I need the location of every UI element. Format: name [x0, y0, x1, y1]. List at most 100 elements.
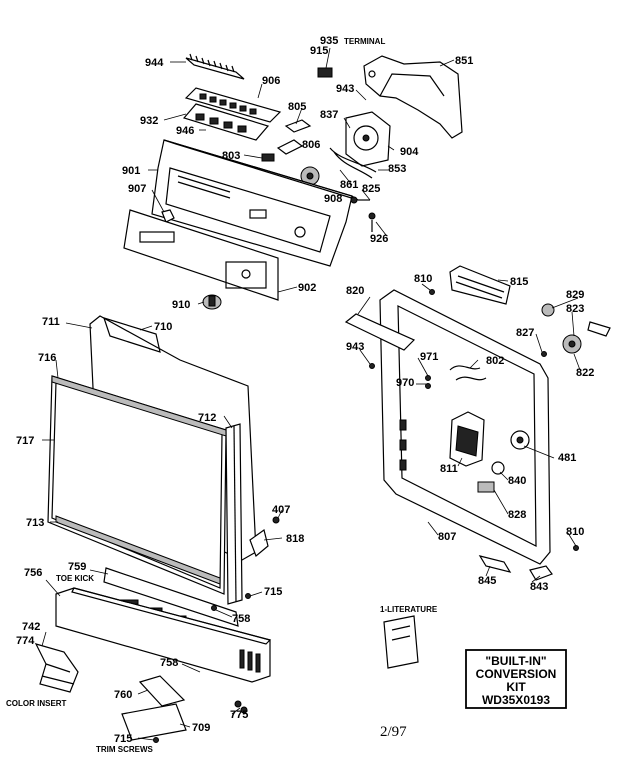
part-906-button-strip	[184, 87, 282, 123]
label-717: 717	[16, 435, 34, 447]
label-853: 853	[388, 163, 406, 175]
label-715-mid: 715	[264, 586, 282, 598]
label-851: 851	[455, 55, 473, 67]
label-774: 774	[16, 635, 35, 647]
label-837: 837	[320, 109, 338, 121]
label-terminal: TERMINAL	[344, 37, 385, 46]
part-481-rinse-dispenser	[510, 430, 530, 450]
label-908: 908	[324, 193, 342, 205]
label-775: 775	[230, 709, 248, 721]
label-759: 759	[68, 561, 86, 573]
label-756: 756	[24, 567, 42, 579]
label-481: 481	[558, 452, 576, 464]
label-827: 827	[516, 327, 534, 339]
part-820-rail	[344, 313, 416, 351]
conversion-kit-box: "BUILT-IN" CONVERSION KIT WD35X0193	[465, 649, 567, 709]
label-843: 843	[530, 581, 548, 593]
label-910: 910	[172, 299, 190, 311]
part-literature-booklet	[383, 615, 419, 669]
label-810-bottom: 810	[566, 526, 584, 538]
label-822: 822	[576, 367, 594, 379]
label-828: 828	[508, 509, 526, 521]
part-829-823-knob	[541, 303, 611, 337]
label-806: 806	[302, 139, 320, 151]
part-805-806-clips	[276, 119, 312, 155]
part-818-hinge	[249, 528, 269, 558]
label-902: 902	[298, 282, 316, 294]
part-935-915-terminal	[317, 67, 333, 78]
part-timer-knob	[300, 166, 320, 186]
part-407-screw	[272, 516, 280, 524]
leader-lines	[41, 47, 581, 741]
label-407: 407	[272, 504, 290, 516]
label-915: 915	[310, 45, 328, 57]
label-825: 825	[362, 183, 380, 195]
label-944: 944	[145, 57, 164, 69]
label-810-top: 810	[414, 273, 432, 285]
part-803-switch	[261, 153, 275, 162]
label-toe-kick: TOE KICK	[56, 574, 94, 583]
label-802: 802	[486, 355, 504, 367]
label-715-bottom: 715	[114, 733, 132, 745]
part-907-button	[161, 209, 175, 223]
label-807: 807	[438, 531, 456, 543]
label-805: 805	[288, 101, 306, 113]
label-815: 815	[510, 276, 528, 288]
part-713-bottom-strip	[55, 515, 221, 585]
kit-line-3: KIT	[506, 680, 526, 694]
label-907: 907	[128, 183, 146, 195]
label-713: 713	[26, 517, 44, 529]
kit-line-4: WD35X0193	[482, 693, 550, 707]
label-904: 904	[400, 146, 419, 158]
label-716: 716	[38, 352, 56, 364]
label-971: 971	[420, 351, 438, 363]
label-935: 935	[320, 35, 338, 47]
label-943-mid: 943	[346, 341, 364, 353]
label-literature: 1-LITERATURE	[380, 605, 438, 614]
part-845-843-vent	[478, 555, 553, 581]
part-811-detergent-dispenser	[449, 411, 485, 467]
label-712: 712	[198, 412, 216, 424]
label-829: 829	[566, 289, 584, 301]
part-861-harness	[329, 147, 377, 179]
label-845: 845	[478, 575, 496, 587]
part-932-switch-board	[182, 103, 270, 141]
small-screws-right	[369, 289, 579, 551]
label-760: 760	[114, 689, 132, 701]
part-760-bracket	[138, 675, 186, 707]
label-803: 803	[222, 150, 240, 162]
kit-line-1: "BUILT-IN"	[485, 654, 546, 668]
part-944-connector-strip	[185, 53, 245, 80]
part-802-wiring	[449, 365, 487, 381]
part-851-bracket	[363, 55, 463, 139]
label-811: 811	[440, 463, 458, 475]
label-932: 932	[140, 115, 158, 127]
label-758-bottom: 758	[160, 657, 178, 669]
label-758-top: 758	[232, 613, 250, 625]
part-908-926-screws	[350, 196, 376, 232]
part-labels: 944 935 TERMINAL 915 851 906 943 805 837…	[6, 35, 594, 754]
part-815-vent	[449, 265, 511, 305]
kit-line-2: CONVERSION	[476, 667, 557, 681]
part-775-screws	[234, 700, 248, 714]
part-trim-plate	[123, 209, 279, 301]
label-943-top: 943	[336, 83, 354, 95]
label-861: 861	[340, 179, 358, 191]
label-906: 906	[262, 75, 280, 87]
label-823: 823	[566, 303, 584, 315]
label-709: 709	[192, 722, 210, 734]
label-711: 711	[42, 316, 60, 328]
part-712-door-frame	[225, 423, 243, 605]
part-840-828-dispenser-parts	[477, 461, 505, 493]
label-840: 840	[508, 475, 526, 487]
label-818: 818	[286, 533, 304, 545]
part-709-trim	[121, 703, 187, 741]
label-946: 946	[176, 125, 194, 137]
part-822-gear	[562, 334, 582, 354]
label-trim-screws: TRIM SCREWS	[96, 745, 154, 754]
label-970: 970	[396, 377, 414, 389]
part-717-door-outer	[47, 375, 227, 595]
revision-date: 2/97	[380, 724, 407, 740]
part-904-timer	[345, 111, 391, 167]
